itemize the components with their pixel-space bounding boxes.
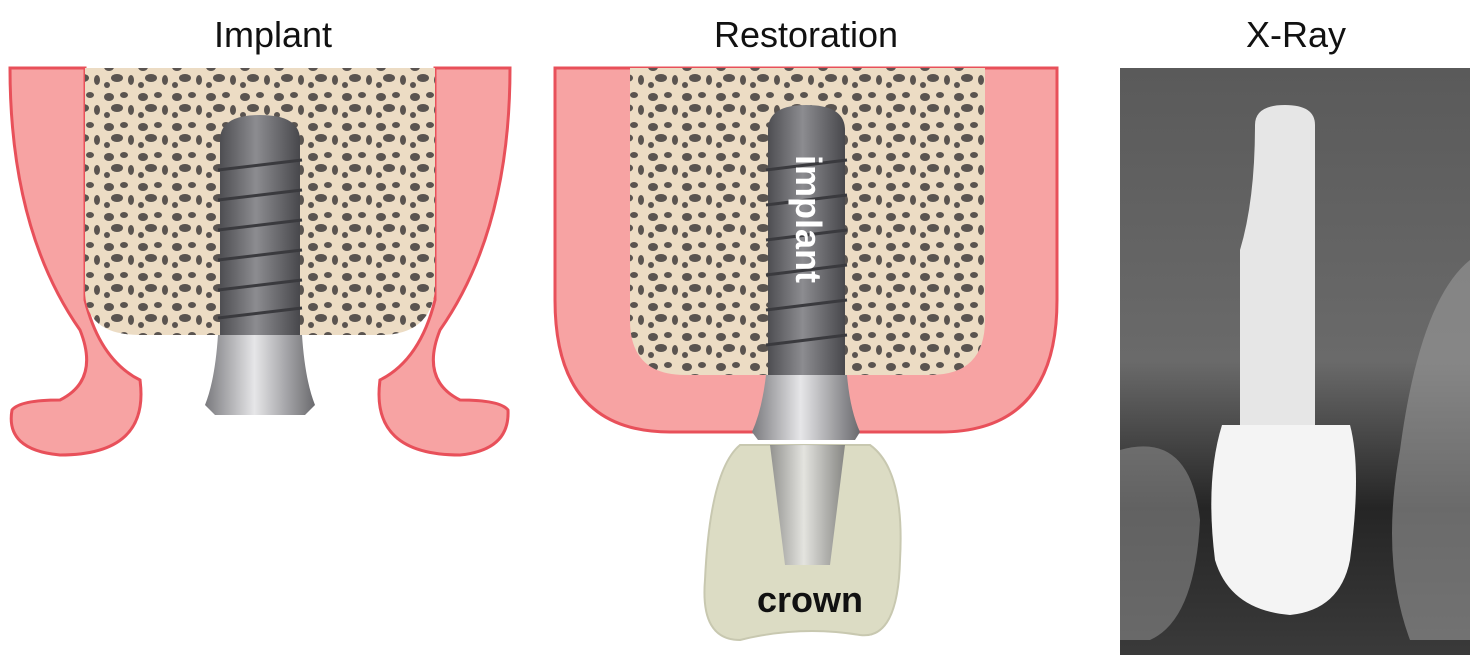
panel-title-xray: X-Ray <box>1245 14 1347 55</box>
implant-abutment <box>205 335 315 415</box>
implant-label: implant <box>788 155 829 283</box>
restoration-panel: implant crown <box>553 66 1059 642</box>
panel-title-implant: Implant <box>213 14 333 55</box>
crown-post <box>770 445 845 565</box>
xray-tooth-left <box>1120 446 1200 640</box>
panel-title-restoration: Restoration <box>713 14 899 55</box>
xray-crown <box>1211 425 1356 615</box>
crown-label: crown <box>757 579 863 620</box>
implant-panel <box>8 66 512 457</box>
xray-tooth-right <box>1392 260 1470 640</box>
implant-abutment <box>752 375 860 440</box>
xray-panel <box>1120 68 1470 655</box>
xray-implant <box>1240 105 1315 425</box>
gum-right <box>377 66 512 457</box>
gum-left <box>8 66 143 457</box>
implant-threads <box>765 158 848 347</box>
implant-threads <box>217 158 303 320</box>
